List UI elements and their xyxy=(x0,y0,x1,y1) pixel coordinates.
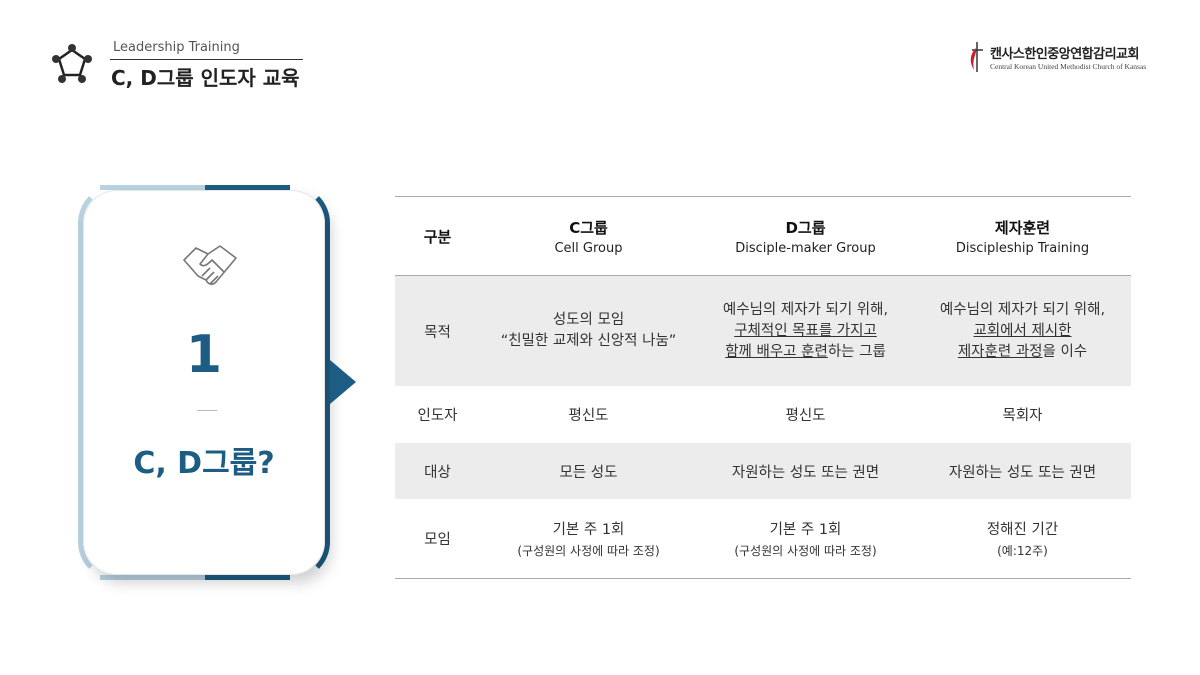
cell-text: 목회자 xyxy=(1002,408,1043,424)
header-d-group-sub: Disciple-maker Group xyxy=(735,240,876,256)
cell-text-underlined: 제자훈련 과정 xyxy=(957,343,1043,360)
table-row-meeting: 모임 기본 주 1회 (구성원의 사정에 따라 조정) 기본 주 1회 (구성원의 … xyxy=(395,499,1131,578)
cell-note: (구성원의 사정에 따라 조정) xyxy=(734,544,877,558)
table-row-purpose: 목적 성도의 모임 “친밀한 교제와 신앙적 나눔” 예수님의 제자가 되기 위해… xyxy=(395,276,1131,386)
header-d-group: D그룹 xyxy=(785,218,826,237)
church-logo: 캔사스한인중앙연합감리교회 Central Korean United Meth… xyxy=(968,40,1146,74)
comparison-table: 구분 C그룹 Cell Group D그룹 Disciple-maker Group… xyxy=(395,196,1131,579)
header-discipleship-sub: Discipleship Training xyxy=(955,240,1090,256)
card-frame-bottom-dark xyxy=(205,575,290,580)
cell-text: 기본 주 1회 xyxy=(552,522,625,538)
church-name-en: Central Korean United Methodist Church o… xyxy=(990,62,1147,71)
cell-text-underlined: 함께 배우고 훈련 xyxy=(725,343,828,360)
cell-text: “친밀한 교제와 신앙적 나눔” xyxy=(500,333,677,349)
church-name-kr: 캔사스한인중앙연합감리교회 xyxy=(990,47,1139,62)
row-label: 대상 xyxy=(424,464,451,481)
cell-text: 평신도 xyxy=(785,408,826,424)
card-divider xyxy=(197,410,217,411)
cell-text: 평신도 xyxy=(568,408,609,424)
cell-note: (구성원의 사정에 따라 조정) xyxy=(517,544,660,558)
card-frame-top-light xyxy=(100,185,205,190)
arrow-right-icon xyxy=(330,360,356,404)
cell-text-underlined: 교회에서 제시한 xyxy=(973,322,1072,339)
cell-note: (예:12주) xyxy=(997,544,1048,558)
cell-text: 자원하는 성도 또는 권면 xyxy=(948,464,1097,481)
table-row-target: 대상 모든 성도 자원하는 성도 또는 권면 자원하는 성도 또는 권면 xyxy=(395,443,1131,499)
section-number: 1 xyxy=(185,325,223,385)
cell-text: 예수님의 제자가 되기 위해, xyxy=(939,301,1106,318)
cell-text-underlined: 구체적인 목표를 가지고 xyxy=(734,322,877,339)
header-discipleship: 제자훈련 xyxy=(994,218,1051,237)
cross-flame-icon xyxy=(970,42,983,72)
section-question: C, D그룹? xyxy=(133,446,275,481)
header-label: 구분 xyxy=(423,227,452,246)
row-label: 인도자 xyxy=(417,408,458,424)
cell-text: 예수님의 제자가 되기 위해, xyxy=(722,301,889,318)
header-subtitle: Leadership Training xyxy=(113,40,240,55)
table-row-leader: 인도자 평신도 평신도 목회자 xyxy=(395,386,1131,443)
section-card xyxy=(83,190,325,575)
cell-text: 정해진 기간 xyxy=(986,522,1059,538)
cell-text: 기본 주 1회 xyxy=(769,522,842,538)
handshake-icon xyxy=(183,245,237,285)
row-label: 모임 xyxy=(424,532,451,548)
header-c-group: C그룹 xyxy=(569,218,608,237)
title-divider xyxy=(110,59,303,60)
card-frame-bottom-light xyxy=(100,575,205,580)
header-c-group-sub: Cell Group xyxy=(554,240,623,256)
cell-text: 을 이수 xyxy=(1042,343,1088,360)
card-frame xyxy=(78,185,330,580)
cell-text: 하는 그룹 xyxy=(827,343,886,360)
row-label: 목적 xyxy=(424,324,451,341)
cell-text: 자원하는 성도 또는 권면 xyxy=(731,464,880,481)
cell-text: 모든 성도 xyxy=(559,464,618,481)
leadership-circle-logo xyxy=(52,44,92,83)
table-header-row: 구분 C그룹 Cell Group D그룹 Disciple-maker Group… xyxy=(395,197,1131,276)
page-title: C, D그룹 인도자 교육 xyxy=(111,66,300,90)
cell-text: 성도의 모임 xyxy=(552,312,625,328)
card-frame-top-dark xyxy=(205,185,290,190)
